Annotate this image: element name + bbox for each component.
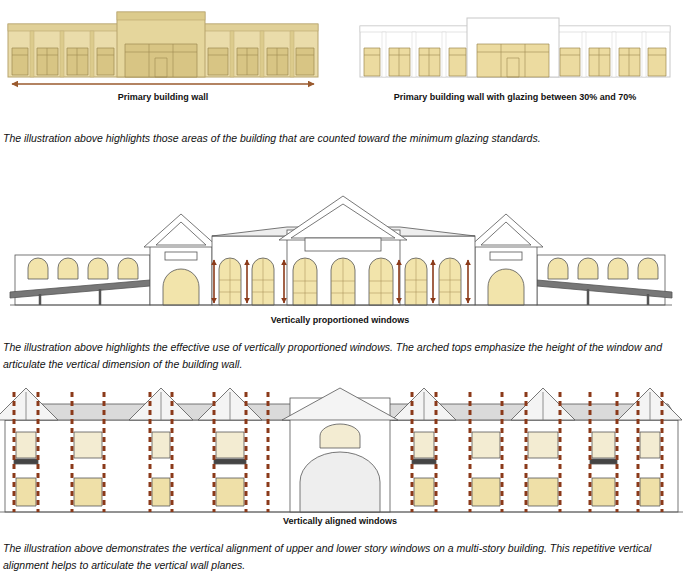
line-shape — [12, 83, 314, 85]
polygon-shape — [469, 214, 543, 247]
path-shape — [12, 44, 314, 77]
rect-shape — [305, 238, 381, 251]
path-shape — [16, 478, 660, 506]
path-shape — [364, 44, 666, 77]
line-shape — [432, 260, 434, 303]
figure-note: The illustration above highlights the ef… — [3, 339, 680, 373]
path-shape — [0, 388, 682, 420]
figure-label: Primary building wall — [8, 92, 318, 103]
figure-label: Vertically proportioned windows — [190, 315, 490, 326]
path-shape — [364, 44, 666, 77]
line-shape — [10, 305, 672, 306]
path-shape — [219, 258, 461, 305]
line-shape — [283, 260, 285, 303]
line-shape — [467, 260, 469, 303]
figure-label: Vertically aligned windows — [190, 516, 490, 527]
line-shape — [0, 512, 683, 513]
path-shape — [219, 258, 461, 305]
path-shape — [14, 392, 662, 512]
polygon-shape — [282, 388, 398, 420]
polygon-shape — [537, 280, 672, 298]
rect-shape — [165, 252, 197, 260]
polygon-shape — [10, 280, 150, 298]
rect-shape — [490, 252, 522, 260]
aligned-windows-building — [0, 388, 683, 512]
polygon-shape — [291, 204, 395, 238]
rect-shape — [150, 245, 212, 305]
line-shape — [246, 260, 248, 303]
figure-label: Primary building wall with glazing betwe… — [352, 92, 678, 103]
path-shape — [16, 432, 660, 458]
height-arrows — [214, 260, 468, 303]
path-shape — [300, 452, 380, 512]
figure-note: The illustration above highlights those … — [3, 130, 680, 147]
polygon-shape — [279, 196, 407, 240]
alignment-lines — [14, 392, 662, 512]
line-shape — [213, 260, 215, 303]
polygon-shape — [144, 214, 218, 247]
line-shape — [398, 260, 400, 303]
figure-note: The illustration above demonstrates the … — [3, 540, 680, 573]
polygon-shape — [156, 222, 206, 245]
rect-shape — [5, 420, 678, 512]
proportioned-windows-building — [10, 196, 672, 305]
glazing-wall-building — [360, 18, 670, 77]
path-shape — [12, 44, 314, 77]
rect-shape — [212, 236, 475, 305]
rect-shape — [475, 245, 537, 305]
primary-wall-building — [8, 12, 318, 84]
rect-shape — [117, 12, 205, 20]
path-shape — [163, 269, 199, 305]
path-shape — [488, 269, 524, 305]
polygon-shape — [481, 222, 531, 245]
path-shape — [320, 424, 360, 448]
